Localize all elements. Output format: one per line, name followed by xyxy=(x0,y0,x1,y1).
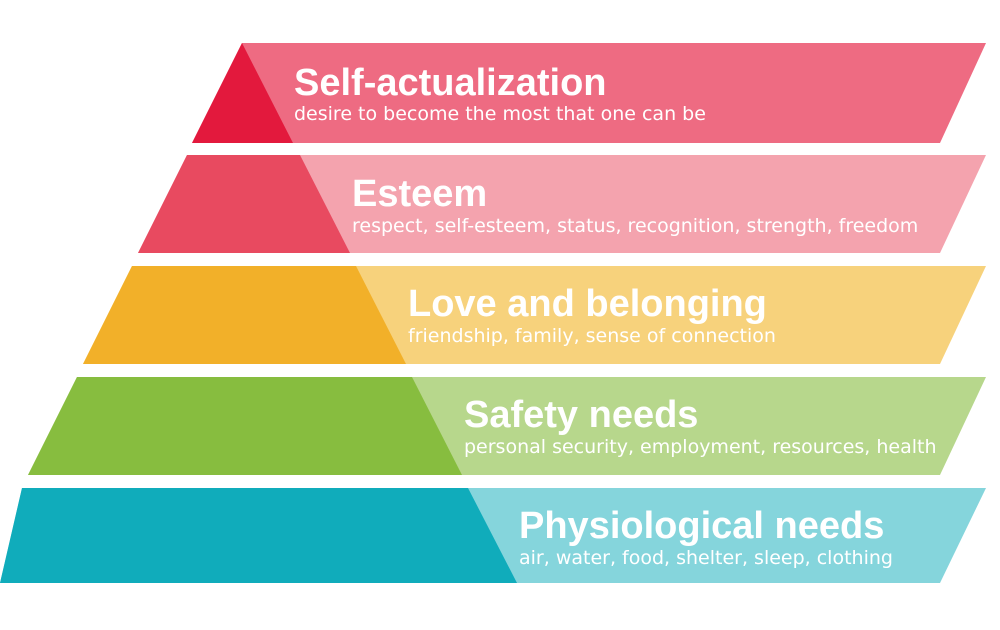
tier-esteem-description: respect, self-esteem, status, recognitio… xyxy=(352,215,918,237)
tier-self-actualization-title: Self-actualization xyxy=(294,62,607,104)
tier-self-actualization: Self-actualization desire to become the … xyxy=(192,43,986,143)
tier-esteem-dark-segment xyxy=(138,155,350,253)
tier-self-actualization-light-band xyxy=(192,43,986,143)
tier-self-actualization-description: desire to become the most that one can b… xyxy=(294,103,706,125)
tier-physiological-needs-description: air, water, food, shelter, sleep, clothi… xyxy=(519,547,893,569)
tier-physiological-needs: Physiological needs air, water, food, sh… xyxy=(0,488,986,583)
tier-esteem-light-band xyxy=(138,155,986,253)
tier-love-and-belonging-description: friendship, family, sense of connection xyxy=(408,325,776,347)
tier-physiological-needs-title: Physiological needs xyxy=(519,505,884,547)
tier-physiological-needs-dark-segment xyxy=(0,488,517,583)
tier-safety-needs: Safety needs personal security, employme… xyxy=(28,377,986,475)
tier-love-and-belonging: Love and belonging friendship, family, s… xyxy=(83,266,986,364)
tier-safety-needs-description: personal security, employment, resources… xyxy=(464,436,937,458)
tier-esteem-title: Esteem xyxy=(352,173,487,215)
tier-self-actualization-dark-triangle xyxy=(192,43,293,143)
tier-safety-needs-dark-segment xyxy=(28,377,462,475)
tier-love-and-belonging-title: Love and belonging xyxy=(408,283,767,325)
tier-love-and-belonging-dark-segment xyxy=(83,266,406,364)
tier-safety-needs-title: Safety needs xyxy=(464,394,698,436)
tier-esteem: Esteem respect, self-esteem, status, rec… xyxy=(138,155,986,253)
